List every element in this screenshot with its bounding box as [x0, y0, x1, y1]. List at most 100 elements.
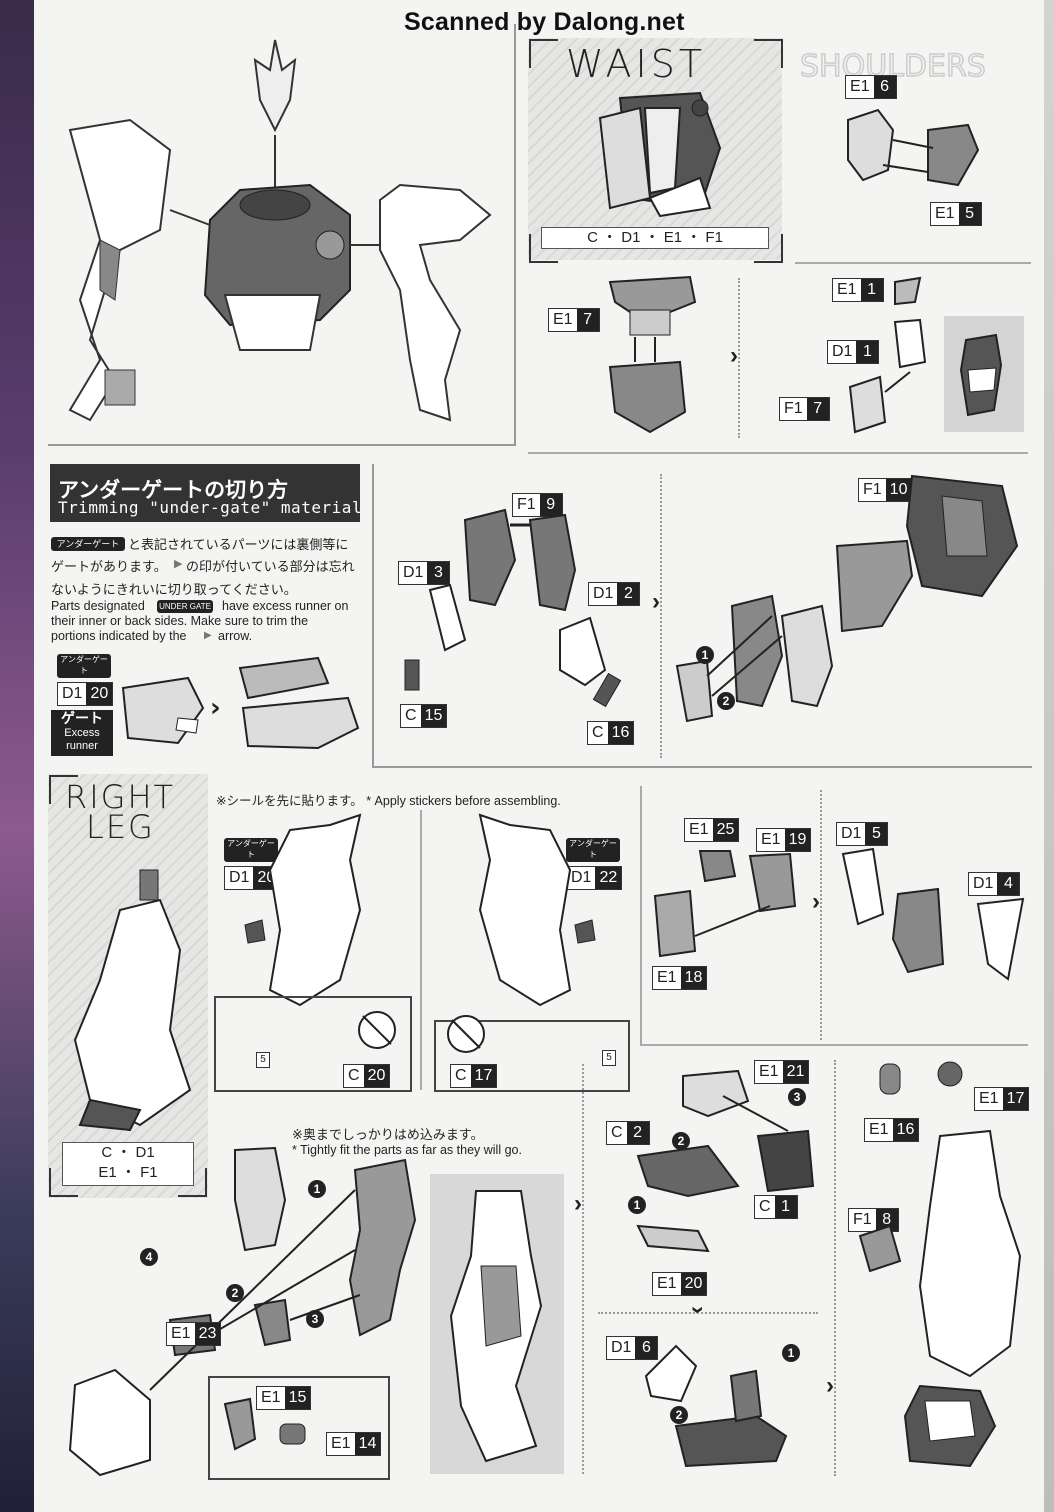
- scan-watermark: Scanned by Dalong.net: [404, 8, 685, 36]
- right-leg-runners-line2: E1 ・ F1: [98, 1164, 158, 1181]
- sticker-note: ※シールを先に貼ります。 * Apply stickers before ass…: [216, 790, 561, 809]
- no-entry-icon: [447, 1015, 485, 1053]
- right-leg-title-line2: LEG: [86, 808, 155, 846]
- leg-armor-parts-illustration: [404, 508, 622, 708]
- right-leg-frame-corners: [49, 775, 207, 1197]
- sticker-detail-left: [214, 996, 412, 1092]
- step-number-badge: 1: [308, 1180, 326, 1198]
- step-arrow: ›: [812, 888, 820, 915]
- separator-line: [660, 474, 662, 758]
- waist-runner-list: C ・ D1 ・ E1 ・ F1: [541, 227, 769, 249]
- sticker-number: 5: [602, 1050, 616, 1066]
- right-leg-runners-line1: C ・ D1: [101, 1144, 155, 1161]
- separator-line: [795, 262, 1031, 264]
- separator-line: [528, 452, 1028, 454]
- sticker-number: 5: [256, 1052, 270, 1068]
- step-arrow: ›: [826, 1372, 834, 1399]
- undergate-text-jp-3: の印が付いている部分は忘れ: [186, 560, 355, 575]
- undergate-text-en-4: portions indicated by the: [51, 629, 187, 643]
- separator-line: [640, 786, 642, 1046]
- small-joint-illustration: [223, 1397, 306, 1451]
- gate-label-box: ゲート Excess runner: [51, 710, 113, 756]
- separator-line: [834, 1060, 836, 1476]
- gate-label-en: Excess runner: [64, 727, 100, 752]
- leg-armor-assembly-illustration: [675, 474, 1019, 723]
- right-leg-runner-list: C ・ D1 E1 ・ F1: [62, 1142, 194, 1186]
- separator-line: [598, 1312, 818, 1314]
- fit-note-jp: ※奥までしっかりはめ込みます。: [292, 1128, 484, 1143]
- waist-illustration: [598, 91, 722, 218]
- undergate-title-bar: [50, 464, 360, 522]
- undergate-text-en-3: their inner or back sides. Make sure to …: [51, 614, 309, 628]
- step-arrow: ›: [574, 1190, 582, 1217]
- separator-line: [420, 810, 422, 1090]
- undergate-badge: アンダーゲートUNDER GATE: [57, 654, 111, 686]
- right-leg-title-line1: RIGHT: [65, 778, 176, 816]
- step-number-badge: 2: [226, 1284, 244, 1302]
- step-number-badge: 3: [788, 1088, 806, 1106]
- no-entry-icon: [358, 1011, 396, 1049]
- undergate-badge: アンダーゲートUNDER GATE: [224, 838, 278, 870]
- undergate-title-en: Trimming "under-gate" material: [58, 498, 362, 517]
- sticker-note-en: * Apply stickers before assembling.: [366, 794, 561, 808]
- small-joint-detail-box: [208, 1376, 390, 1480]
- knee-fit-illustration: [644, 1344, 788, 1468]
- lower-leg-assembly-illustration: [858, 1061, 1022, 1468]
- step-number-badge: 1: [782, 1344, 800, 1362]
- sticker-detail-right: [434, 1020, 630, 1092]
- separator-line: [738, 278, 740, 438]
- frame-preview-illustration: [449, 1190, 543, 1463]
- undergate-text-jp-1: と表記されているパーツには裏側等に: [128, 538, 349, 553]
- page-edge-right: [1044, 0, 1054, 1512]
- sticker-note-jp: ※シールを先に貼ります。: [216, 793, 363, 808]
- svg-text:›: ›: [210, 693, 221, 723]
- step-arrow-down: ›: [685, 1306, 712, 1314]
- separator-line: [582, 1064, 584, 1474]
- step-number-badge: 1: [696, 646, 714, 664]
- step-number-badge: 4: [140, 1248, 158, 1266]
- undergate-inline-badge-en: UNDER GATE: [157, 600, 213, 613]
- undergate-text-en-1: Parts designated: [51, 599, 145, 613]
- page-edge-left: [0, 0, 34, 1512]
- undergate-text-en-5: arrow.: [218, 629, 253, 643]
- step-number-badge: 2: [717, 692, 735, 710]
- right-leg-illustration: [73, 869, 192, 1132]
- undergate-inline-badge: アンダーゲート: [51, 537, 125, 551]
- undergate-demo-illustration: ›: [121, 656, 360, 750]
- undergate-text-en-2: have excess runner on: [222, 599, 349, 613]
- waist-title: WAIST: [566, 42, 707, 86]
- undergate-text-jp-2: ゲートがあります。: [51, 560, 167, 575]
- waist-frame-corners: [529, 39, 783, 263]
- knee-joint-illustration: [653, 850, 797, 958]
- knee-armor-illustration: [636, 1069, 815, 1253]
- body-assembly-illustration: [68, 39, 492, 422]
- body-assembly-panel: [48, 24, 516, 446]
- small-parts-illustration: [848, 276, 927, 434]
- triangle-icon: ▶: [174, 558, 183, 570]
